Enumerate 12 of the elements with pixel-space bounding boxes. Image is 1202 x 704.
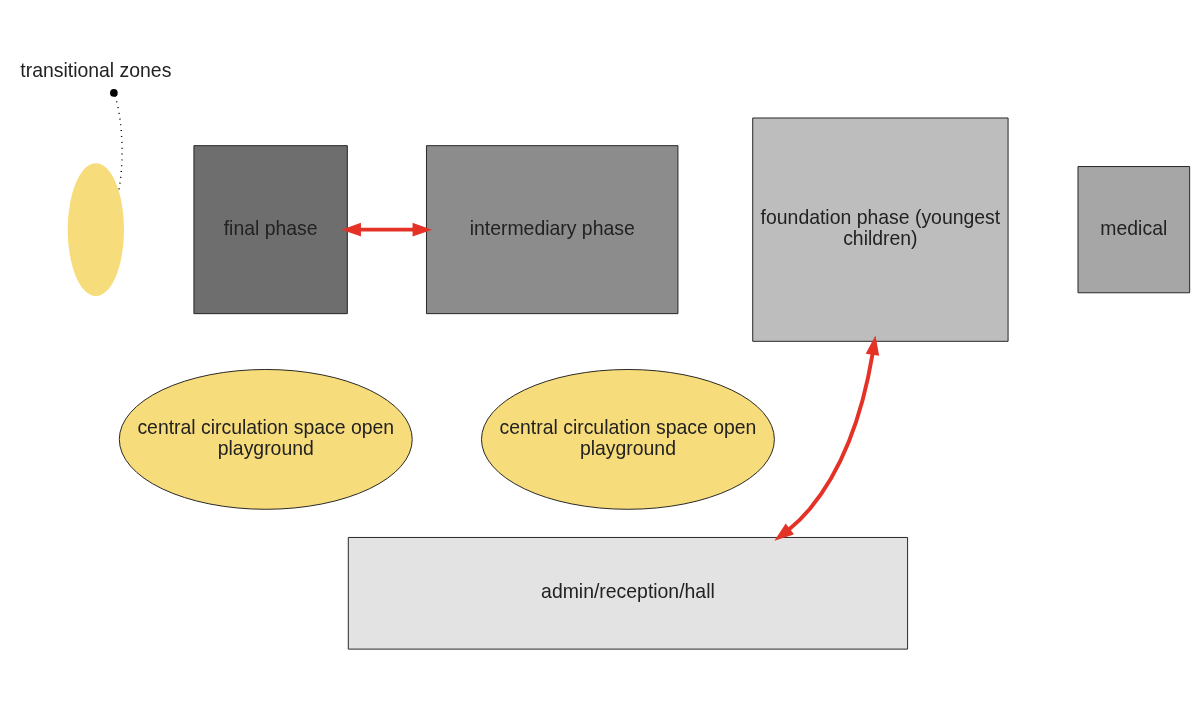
node-box: intermediary phase	[426, 145, 679, 315]
node-ellipse	[67, 163, 124, 297]
node-box: medical	[1077, 166, 1191, 294]
node-box: admin/reception/hall	[347, 536, 909, 650]
node-box: final phase	[193, 145, 348, 315]
node-ellipse: central circulation space open playground	[481, 369, 775, 510]
node-ellipse: central circulation space open playground	[118, 369, 413, 510]
arrow	[774, 335, 880, 541]
node-box: foundation phase (youngest children)	[752, 117, 1009, 342]
connector	[110, 89, 123, 192]
node-text: transitional zones	[20, 59, 172, 82]
arrow	[341, 222, 433, 237]
